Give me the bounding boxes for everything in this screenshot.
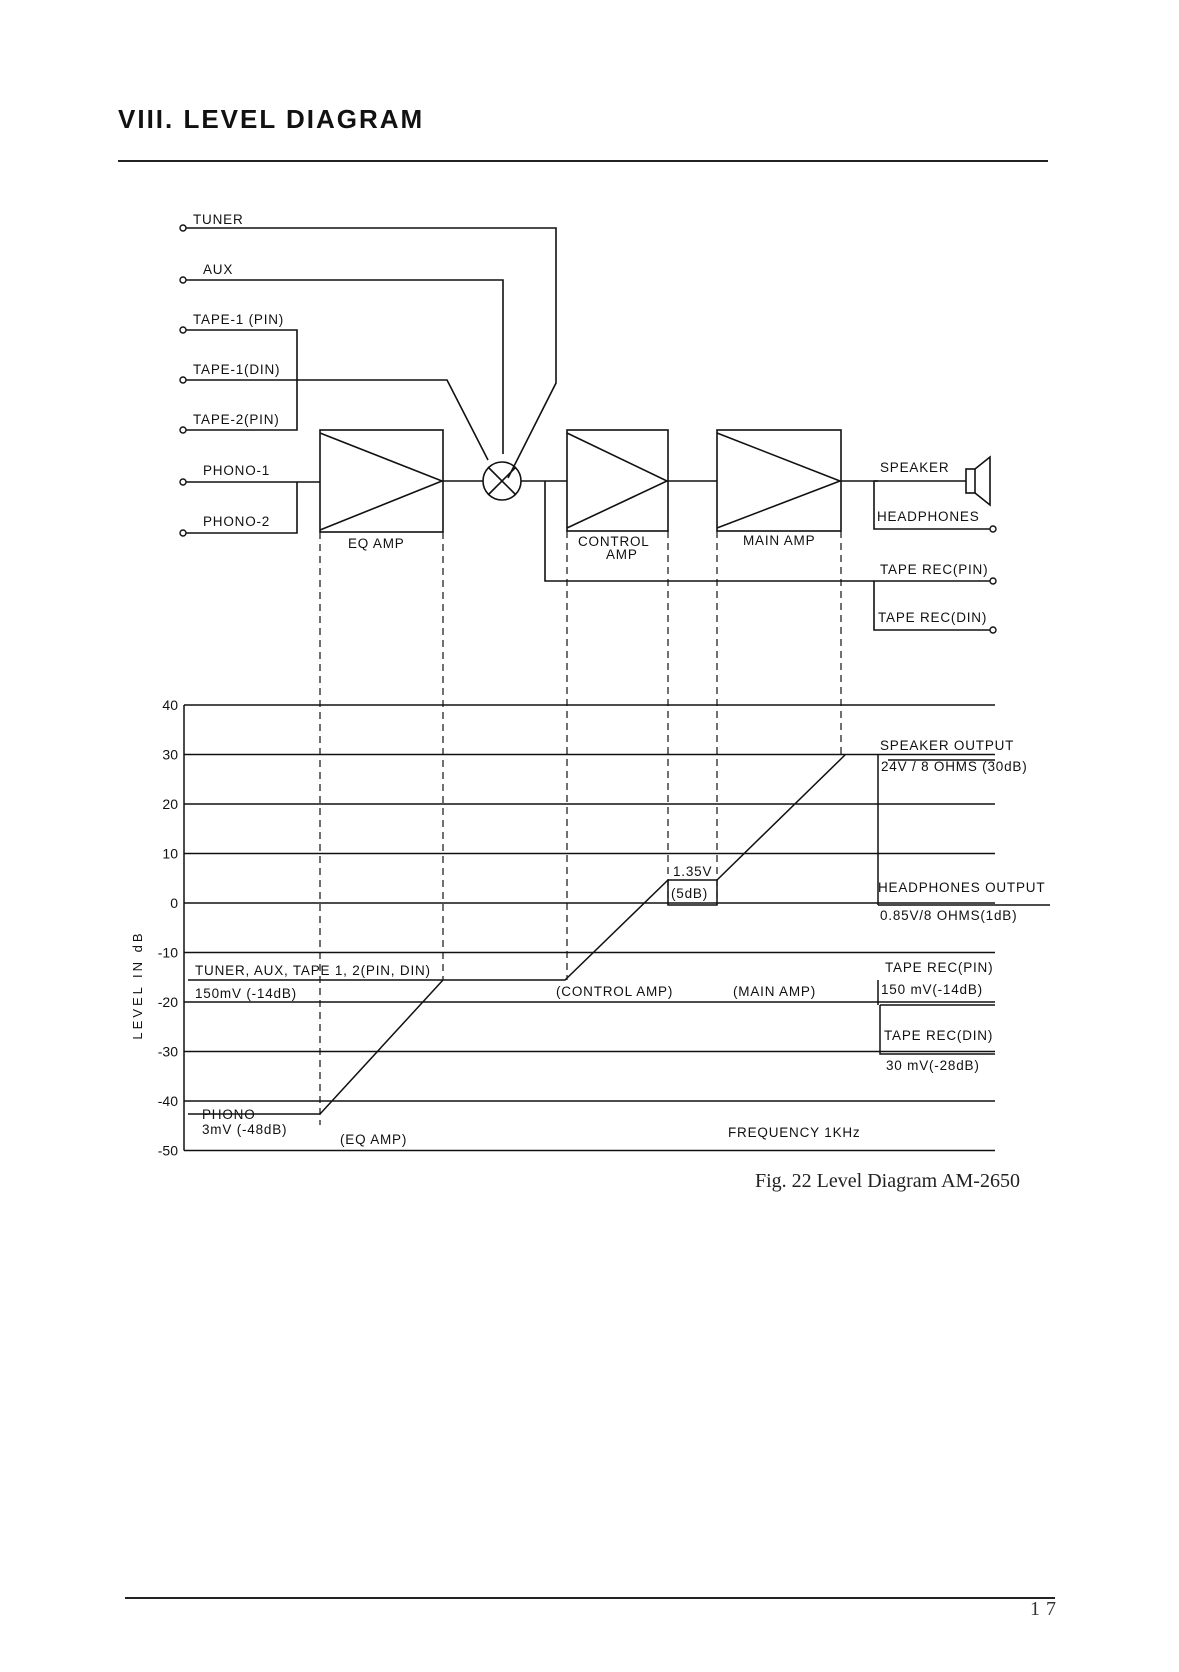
tape-din-bracket xyxy=(879,1005,995,1055)
level-axis-ticks: 40 30 20 10 0 -10 -20 -30 -40 -50 xyxy=(158,697,178,1159)
input-label-tape1din: TAPE-1(DIN) xyxy=(193,362,280,377)
level-tick-label: -30 xyxy=(158,1044,178,1060)
main-amp-stage-label: (MAIN AMP) xyxy=(733,984,816,999)
footer-rule xyxy=(125,1597,1055,1599)
control-amp-symbol xyxy=(566,432,669,529)
phono-level-line xyxy=(188,754,846,1115)
level-tick-label: 40 xyxy=(162,697,178,713)
input-label-tape1pin: TAPE-1 (PIN) xyxy=(193,312,284,327)
output-label-headphones: HEADPHONES xyxy=(877,509,980,524)
main-amp-label: MAIN AMP xyxy=(743,533,815,548)
line-input-label: TUNER, AUX, TAPE 1, 2(PIN, DIN) xyxy=(195,963,431,978)
level-tick-label: -20 xyxy=(158,994,178,1010)
level-tick-label: 0 xyxy=(170,895,178,911)
heading-rule xyxy=(118,160,1048,162)
tape-rec-bus xyxy=(544,481,990,582)
main-amp-symbol xyxy=(716,432,843,529)
phono-value: 3mV (-48dB) xyxy=(202,1122,287,1137)
figure-caption: Fig. 22 Level Diagram AM-2650 xyxy=(755,1170,1020,1192)
input-label-phono2: PHONO-2 xyxy=(203,514,270,529)
main-amp-box xyxy=(716,429,842,532)
tape-rec-din-level-value: 30 mV(-28dB) xyxy=(886,1058,980,1073)
output-label-speaker: SPEAKER xyxy=(880,460,949,475)
phono2-line xyxy=(183,482,298,534)
output-label-tape-din: TAPE REC(DIN) xyxy=(878,610,987,625)
level-axis-label: LEVEL IN dB xyxy=(130,930,145,1039)
mid-level-db: (5dB) xyxy=(671,886,708,901)
level-grid xyxy=(183,704,995,1152)
aux-line xyxy=(183,279,504,454)
tape-bus xyxy=(183,329,298,431)
tape-rec-din-line xyxy=(873,581,990,631)
mid-level-box xyxy=(667,880,718,906)
page-number: 17 xyxy=(1030,1598,1062,1620)
level-tick-label: 30 xyxy=(162,747,178,763)
control-amp-label: CONTROL xyxy=(578,534,650,549)
input-label-tape2pin: TAPE-2(PIN) xyxy=(193,412,280,427)
frequency-label: FREQUENCY 1KHz xyxy=(728,1125,860,1140)
level-tick-label: -10 xyxy=(158,945,178,961)
tape1din-line xyxy=(183,379,489,461)
level-tick-label: -50 xyxy=(158,1143,178,1159)
headphones-output-value: 0.85V/8 OHMS(1dB) xyxy=(880,908,1017,923)
tuner-line xyxy=(183,227,557,479)
speaker-output-label: SPEAKER OUTPUT xyxy=(880,738,1014,753)
level-tick-label: 20 xyxy=(162,796,178,812)
headphones-line xyxy=(873,481,990,530)
eq-amp-stage-label: (EQ AMP) xyxy=(340,1132,407,1147)
eq-amp-symbol xyxy=(319,432,445,531)
eq-amp-label: EQ AMP xyxy=(348,536,405,551)
page-heading: VIII. LEVEL DIAGRAM xyxy=(118,104,425,134)
input-label-aux: AUX xyxy=(203,262,233,277)
control-amp-box xyxy=(566,429,669,532)
eq-amp-box xyxy=(319,429,444,533)
phono-label: PHONO xyxy=(202,1107,256,1122)
tape-rec-pin-level-value: 150 mV(-14dB) xyxy=(881,982,983,997)
level-tick-label: 10 xyxy=(162,846,178,862)
tape-rec-pin-level-label: TAPE REC(PIN) xyxy=(885,960,993,975)
input-label-tuner: TUNER xyxy=(193,212,244,227)
control-amp-stage-label: (CONTROL AMP) xyxy=(556,984,673,999)
tape-rec-din-level-label: TAPE REC(DIN) xyxy=(884,1028,993,1043)
control-amp-label-2: AMP xyxy=(606,547,638,562)
mid-level-voltage: 1.35V xyxy=(673,864,712,879)
speaker-output-value: 24V / 8 OHMS (30dB) xyxy=(881,759,1028,774)
output-label-tape-pin: TAPE REC(PIN) xyxy=(880,562,988,577)
level-tick-label: -40 xyxy=(158,1093,178,1109)
input-label-phono1: PHONO-1 xyxy=(203,463,270,478)
speaker-symbol xyxy=(965,468,976,494)
line-input-value: 150mV (-14dB) xyxy=(195,986,297,1001)
headphones-output-label: HEADPHONES OUTPUT xyxy=(878,880,1045,895)
